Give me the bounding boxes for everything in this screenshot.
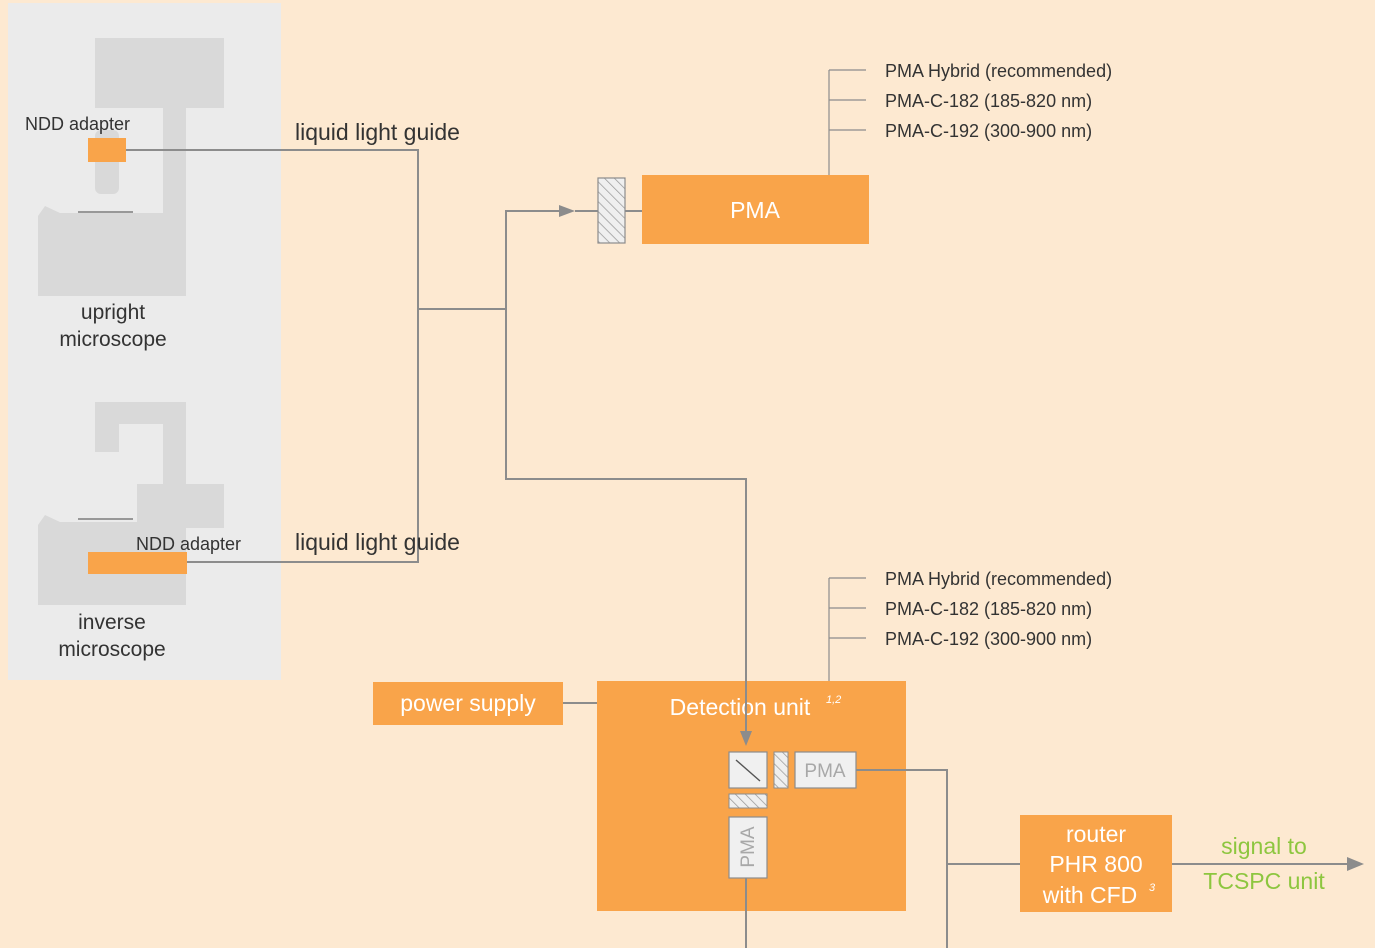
inverse-ndd-adapter [88, 552, 187, 574]
pma-option-bottom-1: PMA Hybrid (recommended) [885, 569, 1112, 589]
light-guide-label-upper: liquid light guide [295, 119, 460, 145]
inverse-label-line2: microscope [58, 638, 165, 661]
pma-box-label: PMA [730, 197, 781, 223]
upright-adapter-label: NDD adapter [25, 114, 130, 134]
pma-option-top-3: PMA-C-192 (300-900 nm) [885, 121, 1092, 141]
bottom-filter-icon [728, 793, 768, 809]
detection-unit-superscript: 1,2 [826, 694, 841, 706]
right-pma-label: PMA [804, 761, 846, 782]
inverse-adapter-label: NDD adapter [136, 534, 241, 554]
pma-option-top-1: PMA Hybrid (recommended) [885, 61, 1112, 81]
signal-line1: signal to [1221, 833, 1307, 859]
power-supply-label: power supply [400, 690, 536, 716]
pma-option-bottom-3: PMA-C-192 (300-900 nm) [885, 629, 1092, 649]
router-box [1020, 815, 1172, 912]
arrow-head-icon [559, 205, 575, 217]
upright-ndd-adapter [88, 138, 126, 162]
upright-label-line2: microscope [59, 328, 166, 351]
upright-microscope-icon [38, 38, 224, 296]
pma-options-bracket-bottom [828, 577, 866, 681]
upright-label-line1: upright [81, 301, 145, 324]
beam-splitter-mirror [735, 759, 761, 782]
internal-arrow-icon [740, 731, 752, 746]
bottom-pma-label: PMA [738, 826, 759, 868]
pma-option-top-2: PMA-C-182 (185-820 nm) [885, 91, 1092, 111]
router-line1: router [1066, 821, 1126, 847]
signal-arrow-icon [1347, 857, 1364, 871]
inverse-label-line1: inverse [78, 611, 146, 634]
pma-box [642, 175, 869, 244]
bottom-pma-box [728, 816, 768, 879]
router-superscript: 3 [1149, 882, 1156, 894]
right-filter-icon [773, 751, 789, 789]
router-line2: PHR 800 [1049, 851, 1142, 877]
router-line3: with CFD [1042, 882, 1138, 908]
signal-line2: TCSPC unit [1203, 868, 1325, 894]
pma-option-bottom-2: PMA-C-182 (185-820 nm) [885, 599, 1092, 619]
filter-icon [597, 177, 626, 244]
detection-unit-label: Detection unit [670, 694, 811, 720]
pma-options-bracket-top [828, 69, 866, 175]
light-guide-label-lower: liquid light guide [295, 529, 460, 555]
power-supply-box [373, 682, 563, 725]
output-lines [745, 769, 1350, 948]
right-pma-box [794, 751, 857, 789]
